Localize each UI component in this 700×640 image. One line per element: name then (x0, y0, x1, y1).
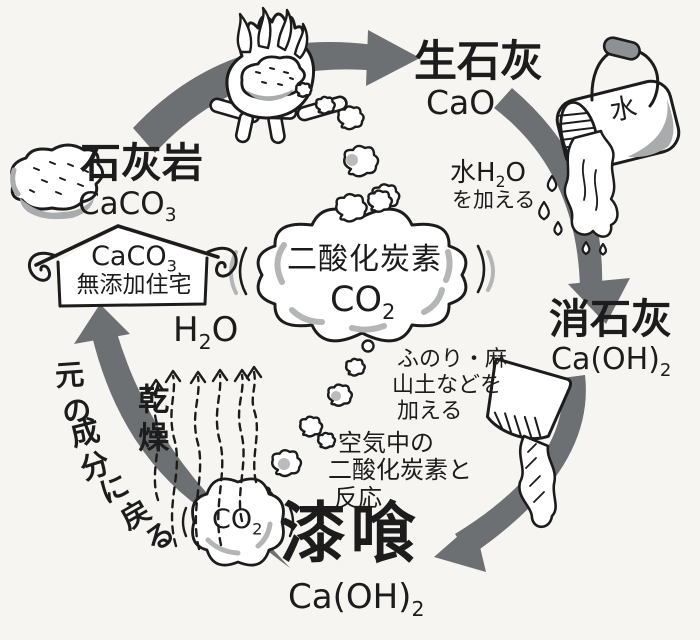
quicklime-formula: CaO (426, 83, 496, 122)
arrow-quicklime-to-slakedlime (494, 88, 630, 324)
fire-icon (209, 6, 348, 145)
binder-note-line1: ふのり・麻 (397, 347, 508, 372)
house-icon (28, 224, 238, 308)
slaked-lime-formula: Ca(OH)2 (551, 342, 671, 380)
evaporation-arrows (147, 365, 263, 551)
house-left-arm (28, 252, 58, 282)
formula-sub: 2 (411, 596, 425, 621)
bucket-grip (602, 36, 641, 61)
rock-speckles (29, 161, 89, 195)
drying-label: 乾燥 (132, 383, 169, 459)
slaked-lime-label: 消石灰 (549, 295, 672, 343)
water-stream (563, 129, 619, 238)
water-bucket-icon (537, 36, 681, 256)
co2-cloud-formula: CO2 (330, 280, 395, 323)
formula-pre: CaCO (91, 241, 167, 272)
formula-sub: 3 (166, 256, 177, 276)
house-label: 無添加住宅 (76, 272, 192, 298)
arrow-limestone-to-quicklime (133, 30, 420, 153)
formula-sub: 2 (198, 329, 212, 354)
formula-pre: H (173, 310, 199, 350)
formula-post: O (505, 158, 526, 188)
evaporation-label: H2O (173, 310, 239, 352)
binder-note-line2: 山土などを (392, 373, 503, 398)
arrow-slakedlime-to-plaster (434, 375, 586, 572)
formula-pre: CO (212, 504, 253, 535)
air-reaction-note-line3: 反応 (334, 484, 382, 512)
quicklime-label: 生石灰 (414, 37, 543, 87)
evaporation-arrowheads (147, 365, 263, 393)
house-roof (34, 224, 220, 267)
cloud-shading (274, 242, 453, 333)
air-reaction-note-line1: 空気中の (338, 429, 434, 457)
formula-pre: Ca(OH) (551, 342, 660, 377)
binder-note-line3: 加える (397, 399, 463, 424)
bucket-handle (590, 46, 660, 108)
cup-mouth-hatch (493, 411, 542, 439)
flame-tongues (236, 6, 309, 60)
house-right-arm (206, 246, 238, 278)
binder-stream (518, 434, 557, 529)
formula-post: O (211, 310, 239, 350)
formula-sub: 3 (164, 205, 177, 227)
house-formula: CaCO3 (36, 241, 232, 274)
house-walls (56, 256, 209, 308)
plaster-formula: Ca(OH)2 (288, 577, 424, 619)
co2-puff-cloud (181, 477, 295, 567)
limestone-label: 石灰岩 (80, 139, 203, 187)
cycle-arrows (74, 30, 630, 572)
co2-cloud (229, 189, 495, 343)
formula-sub: 2 (495, 173, 506, 192)
formula-pre: CaO (426, 83, 496, 122)
limestone-formula: CaCO3 (78, 186, 177, 225)
formula-sub: 2 (382, 300, 396, 324)
add-water-note-line1: 水H2O (450, 158, 526, 190)
formula-pre: 水H (450, 158, 496, 188)
formula-pre: Ca(OH) (288, 577, 412, 617)
rock-speckles (255, 67, 294, 86)
limestone-rock-icon (10, 143, 104, 220)
smoke-trail-lower (251, 339, 375, 506)
co2-cloud-label: 二酸化炭素 (287, 242, 442, 277)
formula-pre: CaCO (78, 186, 165, 222)
add-water-note-line2: を加える (452, 188, 536, 212)
formula-sub: 2 (659, 360, 672, 381)
air-reaction-note-line2: 二酸化炭素と (328, 456, 472, 484)
smoke-trail-upper (295, 82, 401, 210)
arrow-plaster-to-house (74, 304, 290, 568)
bucket-water-label: 水 (607, 91, 640, 128)
formula-pre: CO (330, 280, 382, 320)
formula-sub: 2 (252, 519, 263, 539)
plaster-label: 漆喰 (280, 495, 420, 572)
binder-cup-icon (485, 357, 573, 529)
co2-puff-label: CO2 (212, 504, 262, 537)
